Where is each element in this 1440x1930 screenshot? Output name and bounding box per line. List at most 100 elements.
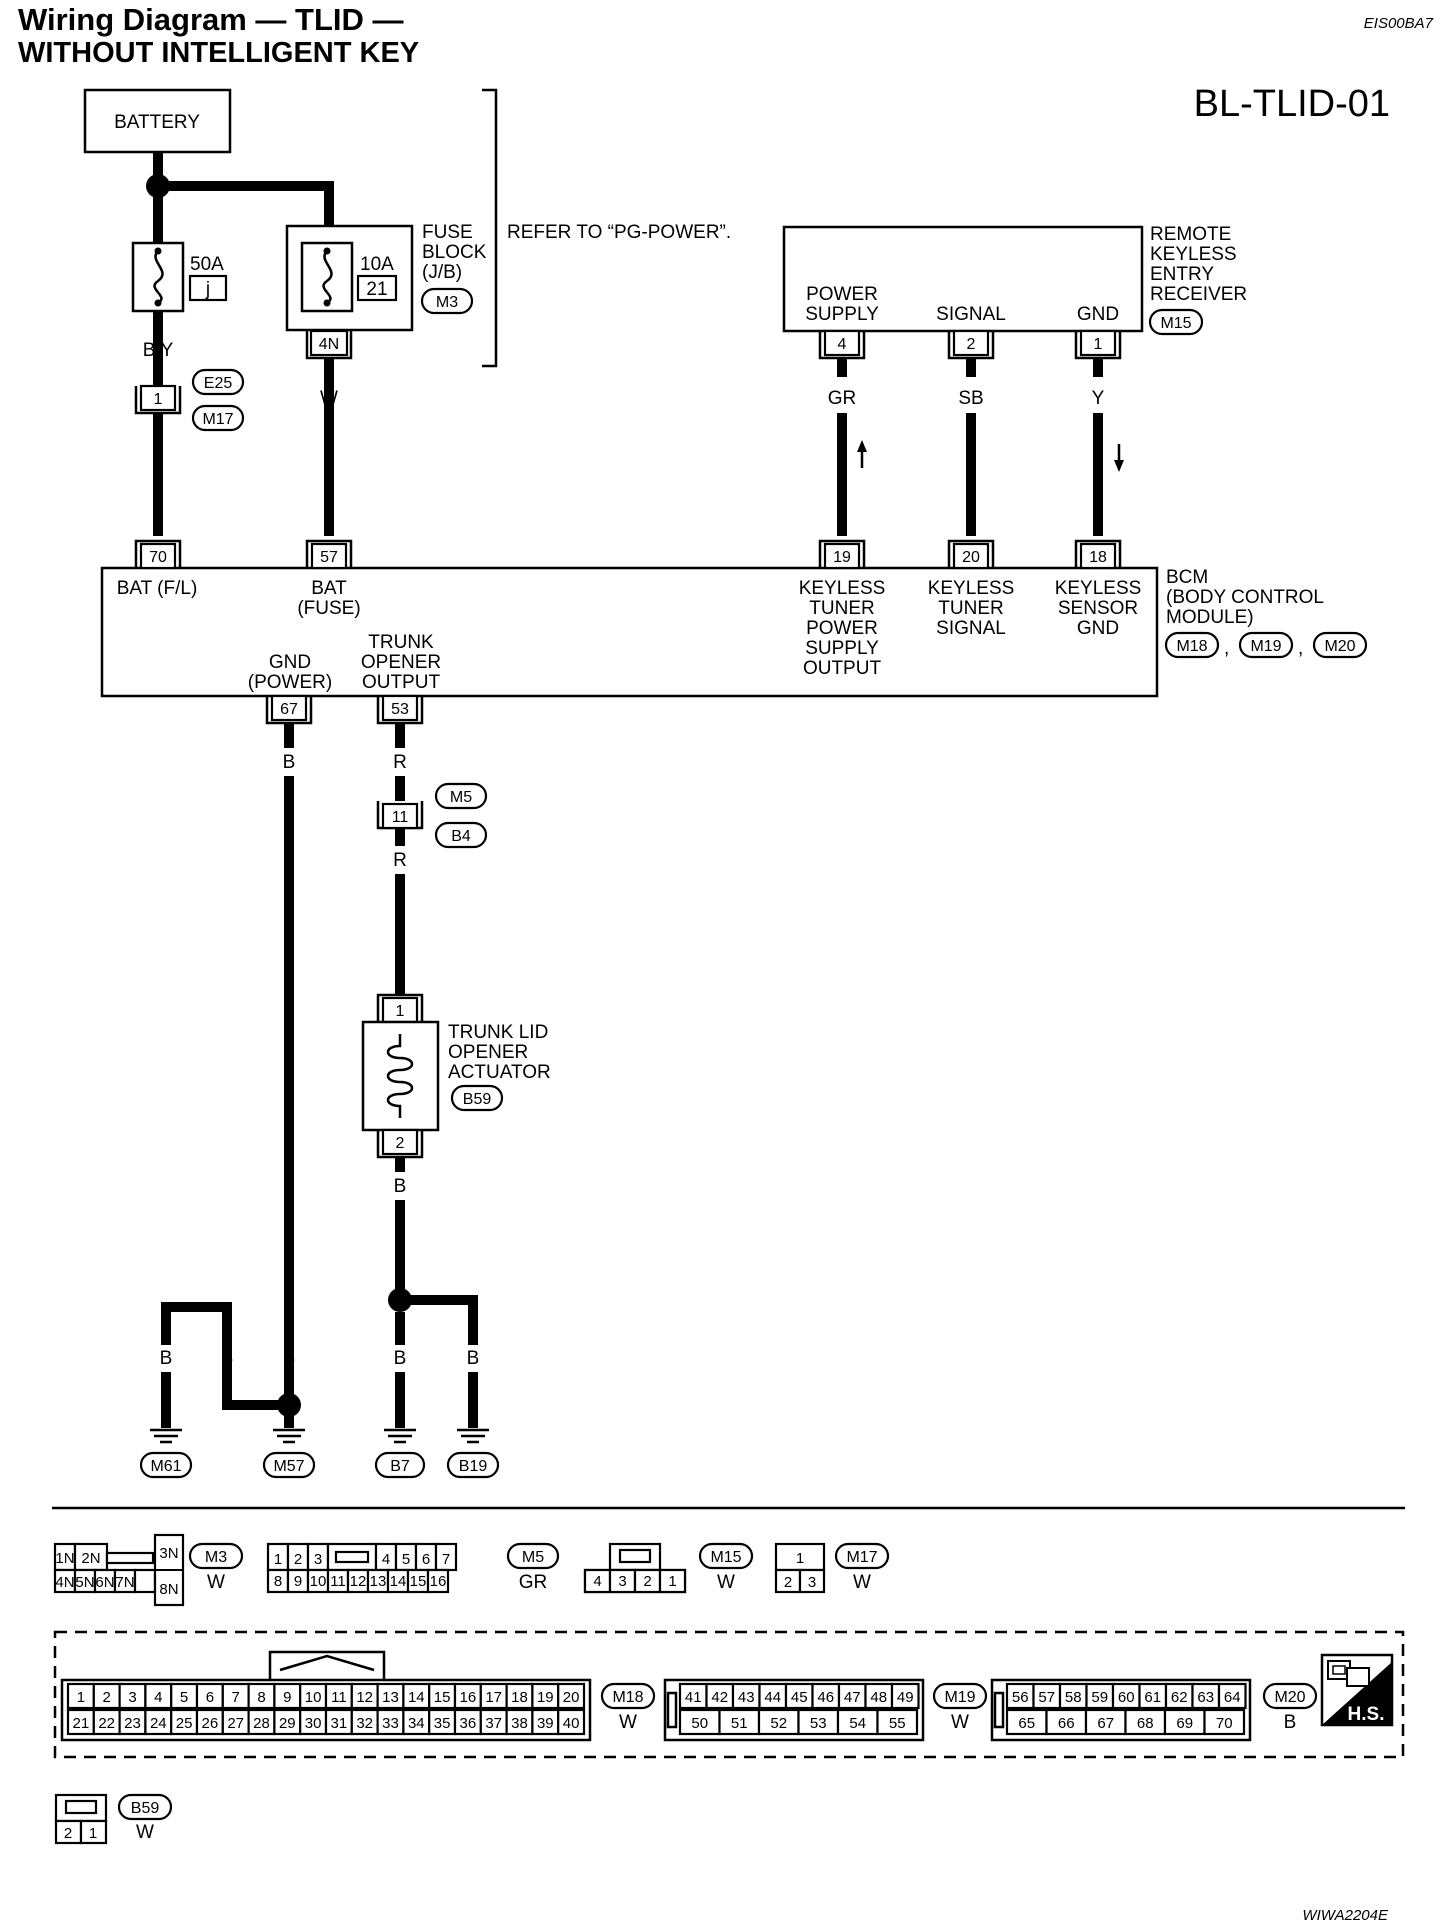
pin-cell	[66, 1708, 95, 1736]
ground-oval-b19	[446, 1451, 500, 1479]
bcm-pin: 57	[320, 549, 338, 566]
m3-pin: 1N	[55, 1550, 74, 1567]
battery-label: BATTERY	[114, 112, 200, 133]
bcm-terminal-ktpso: OUTPUT	[803, 658, 882, 679]
m18-pin: 10	[305, 1689, 322, 1706]
wire-color-b: B	[283, 1348, 296, 1369]
connector-face-m20-key	[993, 1691, 1005, 1729]
b59-pin: 1	[89, 1825, 97, 1842]
receiver-terminal-gnd: GND	[1077, 304, 1119, 325]
connector-face-m17: 1 2 3	[774, 1542, 826, 1594]
connector-label-b59: B59	[463, 1091, 492, 1108]
m5-pin: 9	[294, 1573, 302, 1590]
connector-face-b59: 2 1	[54, 1793, 108, 1845]
wire-color-by: B/Y	[143, 340, 174, 361]
connector-oval-e25	[191, 368, 245, 396]
connector-face-m3: 1N 2N 4N 5N 6N 7N 3N 8N	[53, 1533, 185, 1607]
receiver-terminal-signal: SIGNAL	[936, 304, 1006, 325]
connector-oval-m17	[834, 1542, 890, 1570]
arrow-up-icon	[857, 440, 867, 452]
fuse-block-label: (J/B)	[422, 262, 462, 283]
pin-cell	[479, 1682, 508, 1710]
pin-cell	[376, 1708, 405, 1736]
pin-cell	[92, 1682, 121, 1710]
m5-pin: 2	[294, 1551, 302, 1568]
wire-color-gr: GR	[828, 388, 857, 409]
m5-pin: 15	[410, 1573, 427, 1590]
m18-pin: 40	[563, 1715, 580, 1732]
m5-pin: 3	[314, 1551, 322, 1568]
fuse-block-label: FUSE	[422, 222, 473, 243]
fuse-50a-id-box	[188, 274, 228, 302]
bcm-box	[100, 566, 1159, 698]
wire-color-b: B	[467, 1348, 480, 1369]
connector-name-m20: M20	[1274, 1689, 1305, 1706]
pin-cell	[144, 1708, 173, 1736]
pin-box	[823, 329, 861, 357]
fuse-10a-terminal	[323, 299, 331, 307]
m18-pin: 16	[460, 1689, 477, 1706]
bcm-terminal-ktpso: SUPPLY	[805, 638, 879, 659]
m18-pin: 11	[331, 1689, 347, 1706]
pin-box	[310, 542, 348, 570]
connector-color-m3: W	[207, 1572, 225, 1593]
m15-pin: 2	[643, 1573, 651, 1590]
connector-oval-m3	[420, 287, 474, 315]
m18-pin: 31	[331, 1715, 348, 1732]
m18-pin: 30	[305, 1715, 322, 1732]
pin-bracket	[134, 539, 182, 568]
pin-box	[381, 694, 419, 722]
bcm-terminal-trunk-out: OUTPUT	[362, 672, 441, 693]
pin-box	[952, 542, 990, 570]
m19-pin: 52	[770, 1715, 787, 1732]
ground-symbol-icon	[457, 1428, 489, 1444]
joint-pin: 11	[392, 809, 409, 826]
m5-pin: 4	[382, 1551, 390, 1568]
m18-pin: 6	[206, 1689, 214, 1706]
pin-box	[381, 802, 419, 830]
pin-cell	[350, 1682, 379, 1710]
m18-pin: 9	[283, 1689, 291, 1706]
m5-pin: 1	[274, 1551, 282, 1568]
pin-cell	[757, 1708, 800, 1736]
connector-oval-m17	[191, 404, 245, 432]
wire-ground	[161, 1372, 294, 1428]
m5-pin: 11	[330, 1573, 346, 1590]
m18-pin: 20	[563, 1689, 580, 1706]
pin-bracket	[947, 539, 995, 568]
connector-color-m5: GR	[519, 1572, 548, 1593]
m20-pin: 65	[1018, 1715, 1035, 1732]
receiver-box	[782, 225, 1144, 333]
m18-pin: 4	[154, 1689, 162, 1706]
wire-color-y: Y	[1092, 388, 1105, 409]
m18-pin: 39	[537, 1715, 554, 1732]
m18-pin: 15	[434, 1689, 451, 1706]
m20-pin: 56	[1012, 1689, 1029, 1706]
m5-pin: 12	[350, 1573, 367, 1590]
m20-pin: 66	[1058, 1715, 1075, 1732]
ground-oval-b7	[374, 1451, 426, 1479]
m19-pin: 51	[731, 1715, 748, 1732]
fuse-10a-rating: 10A	[360, 254, 394, 275]
fuse-10a-terminal	[323, 247, 331, 255]
m5-pin: 7	[442, 1551, 450, 1568]
connector-oval-m3	[188, 1542, 244, 1570]
separator: ,	[1298, 638, 1303, 659]
m18-pin: 7	[232, 1689, 240, 1706]
m20-pin: 68	[1137, 1715, 1154, 1732]
m20-pin: 58	[1065, 1689, 1082, 1706]
m18-pin: 24	[150, 1715, 167, 1732]
pin-bracket	[305, 539, 353, 568]
bcm-terminal-ktpso: POWER	[806, 618, 878, 639]
bcm-terminal-gnd-power: GND	[269, 652, 311, 673]
m18-pin: 22	[98, 1715, 115, 1732]
harness-dashed-frame	[53, 1630, 1405, 1759]
pin-cell	[864, 1682, 894, 1710]
ground-label-b7: B7	[390, 1458, 410, 1475]
m18-pin: 17	[485, 1689, 502, 1706]
m3-pin: 5N	[75, 1574, 94, 1591]
pin-cell	[836, 1708, 879, 1736]
m17-pin: 2	[784, 1574, 792, 1591]
